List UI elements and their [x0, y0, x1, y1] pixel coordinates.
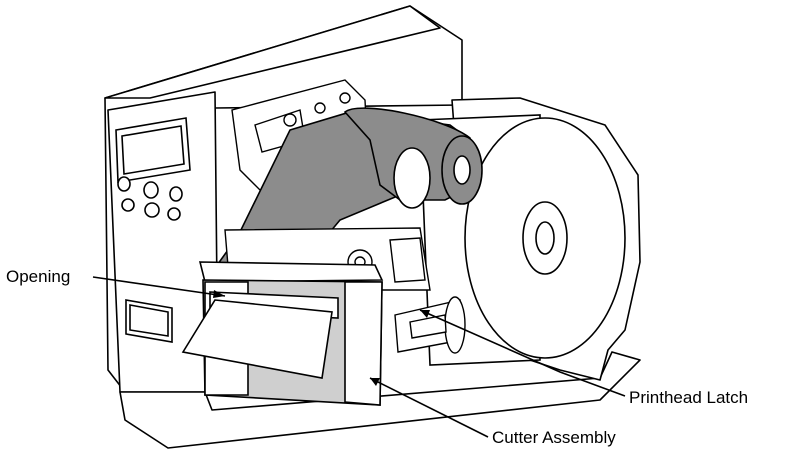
cutter-assembly-leader — [369, 377, 489, 438]
cutter-assembly-label: Cutter Assembly — [492, 428, 616, 447]
control-buttons — [117, 176, 183, 221]
opening-label: Opening — [6, 267, 71, 286]
lcd-display — [115, 117, 191, 183]
front-slot — [125, 299, 173, 343]
printhead-latch-leader — [419, 309, 626, 397]
callout-leaders — [92, 276, 626, 438]
callout-arrowheads — [213, 290, 430, 386]
opening-leader — [92, 276, 226, 297]
printhead-latch-label: Printhead Latch — [629, 388, 749, 407]
paper-sheet — [181, 299, 333, 379]
